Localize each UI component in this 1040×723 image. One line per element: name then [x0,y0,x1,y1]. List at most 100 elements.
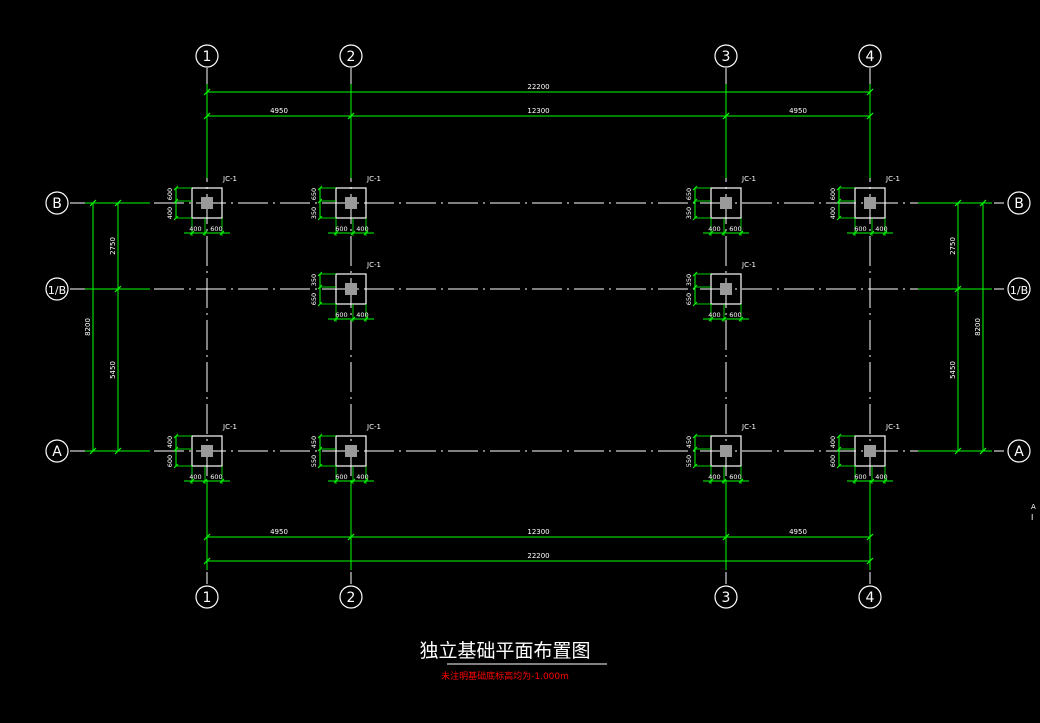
footing-dim-text: 450 [310,436,318,448]
footing-pedestal [864,445,876,457]
footing-outline [335,187,367,219]
dim-right-total-text: 8200 [974,318,982,336]
footing-dim-text: 400 [708,311,720,319]
footing-label: JC-1 [741,175,756,183]
footing-label: JC-1 [366,423,381,431]
axis-bubble-1-bottom [195,585,219,609]
dim-top-segment-text: 4950 [789,107,807,115]
axis-bubble-1-B-right [1007,277,1031,301]
footing-dim-text: 400 [708,225,720,233]
footing-label: JC-1 [741,423,756,431]
footing-outline [335,435,367,467]
dim-bottom-segment-text: 12300 [527,528,549,536]
footing-dim-text: 650 [310,293,318,305]
dim-bottom-segment-text: 4950 [270,528,288,536]
footing-pedestal [345,283,357,295]
axis-bubble-B-left [45,191,69,215]
footing-dim-text: 400 [356,311,368,319]
footing-dim-text: 400 [708,473,720,481]
footing-outline [710,273,742,305]
footing-dim-text: 650 [685,188,693,200]
footing-dim-text: 350 [685,274,693,286]
footing-jc1: JC-1 350 650 400 600 [685,261,756,322]
footing-dim-text: 350 [685,207,693,219]
dim-top-segment-text: 12300 [527,107,549,115]
footing-label: JC-1 [366,175,381,183]
footing-outline [335,273,367,305]
footing-outline [191,435,223,467]
footing-dim-text: 600 [854,225,866,233]
axis-label-4: 4 [866,49,875,65]
axis-label-2: 2 [347,590,356,606]
axis-label-1-B: 1/B [1010,284,1028,297]
footing-dim-text: 350 [310,207,318,219]
footing-label: JC-1 [885,175,900,183]
dim-top-total-text: 22200 [527,83,549,91]
stray-text-b: I [1031,513,1033,522]
footing-pedestal [201,197,213,209]
dim-left-total-text: 8200 [84,318,92,336]
drawing-note: 未注明基础底标高均为-1.000m [441,670,569,682]
footing-dim-text: 600 [829,455,837,467]
axis-label-3: 3 [722,590,731,606]
footing-outline [710,435,742,467]
footing-outline [854,435,886,467]
axis-bubble-2-bottom [339,585,363,609]
axis-bubble-2-top [339,44,363,68]
footing-jc1: JC-1 650 350 400 600 [685,175,756,236]
axis-bubble-A-left [45,439,69,463]
footing-dim-text: 600 [210,225,222,233]
footing-pedestal [720,445,732,457]
footing-pedestal [864,197,876,209]
axis-label-2: 2 [347,49,356,65]
footing-outline [710,187,742,219]
dim-left-segment-text: 2750 [109,237,117,255]
footing-dim-text: 400 [189,473,201,481]
footing-dim-text: 400 [829,436,837,448]
footing-dim-text: 350 [310,274,318,286]
drawing-title: 独立基础平面布置图 [419,640,590,662]
footing-pedestal [201,445,213,457]
dim-top-segment-text: 4950 [270,107,288,115]
axis-label-B: B [52,196,62,212]
footing-dim-text: 600 [729,225,741,233]
footing-dim-text: 650 [685,293,693,305]
axis-label-1: 1 [203,49,212,65]
footing-dim-text: 600 [854,473,866,481]
axis-label-1-B: 1/B [48,284,66,297]
footing-dim-text: 600 [335,225,347,233]
footing-dim-text: 550 [310,455,318,467]
axis-bubble-A-right [1007,439,1031,463]
footing-label: JC-1 [222,423,237,431]
dim-right-segment-text: 5450 [949,361,957,379]
axis-bubble-3-bottom [714,585,738,609]
footing-dim-text: 400 [875,225,887,233]
dim-right-segment-text: 2750 [949,237,957,255]
footing-dim-text: 400 [166,207,174,219]
footing-label: JC-1 [222,175,237,183]
footing-dim-text: 600 [335,473,347,481]
footing-dim-text: 600 [729,473,741,481]
axis-bubble-4-bottom [858,585,882,609]
axis-label-4: 4 [866,590,875,606]
footing-outline [854,187,886,219]
footing-label: JC-1 [741,261,756,269]
footing-pedestal [345,197,357,209]
axis-bubble-1-B-left [45,277,69,301]
footing-dim-text: 550 [685,455,693,467]
axis-label-3: 3 [722,49,731,65]
footing-dim-text: 600 [729,311,741,319]
axis-label-A: A [52,444,62,460]
footing-pedestal [345,445,357,457]
axis-grid-lines [70,68,1004,584]
footing-dim-text: 600 [166,188,174,200]
footing-dim-text: 400 [875,473,887,481]
footing-dim-text: 400 [356,473,368,481]
